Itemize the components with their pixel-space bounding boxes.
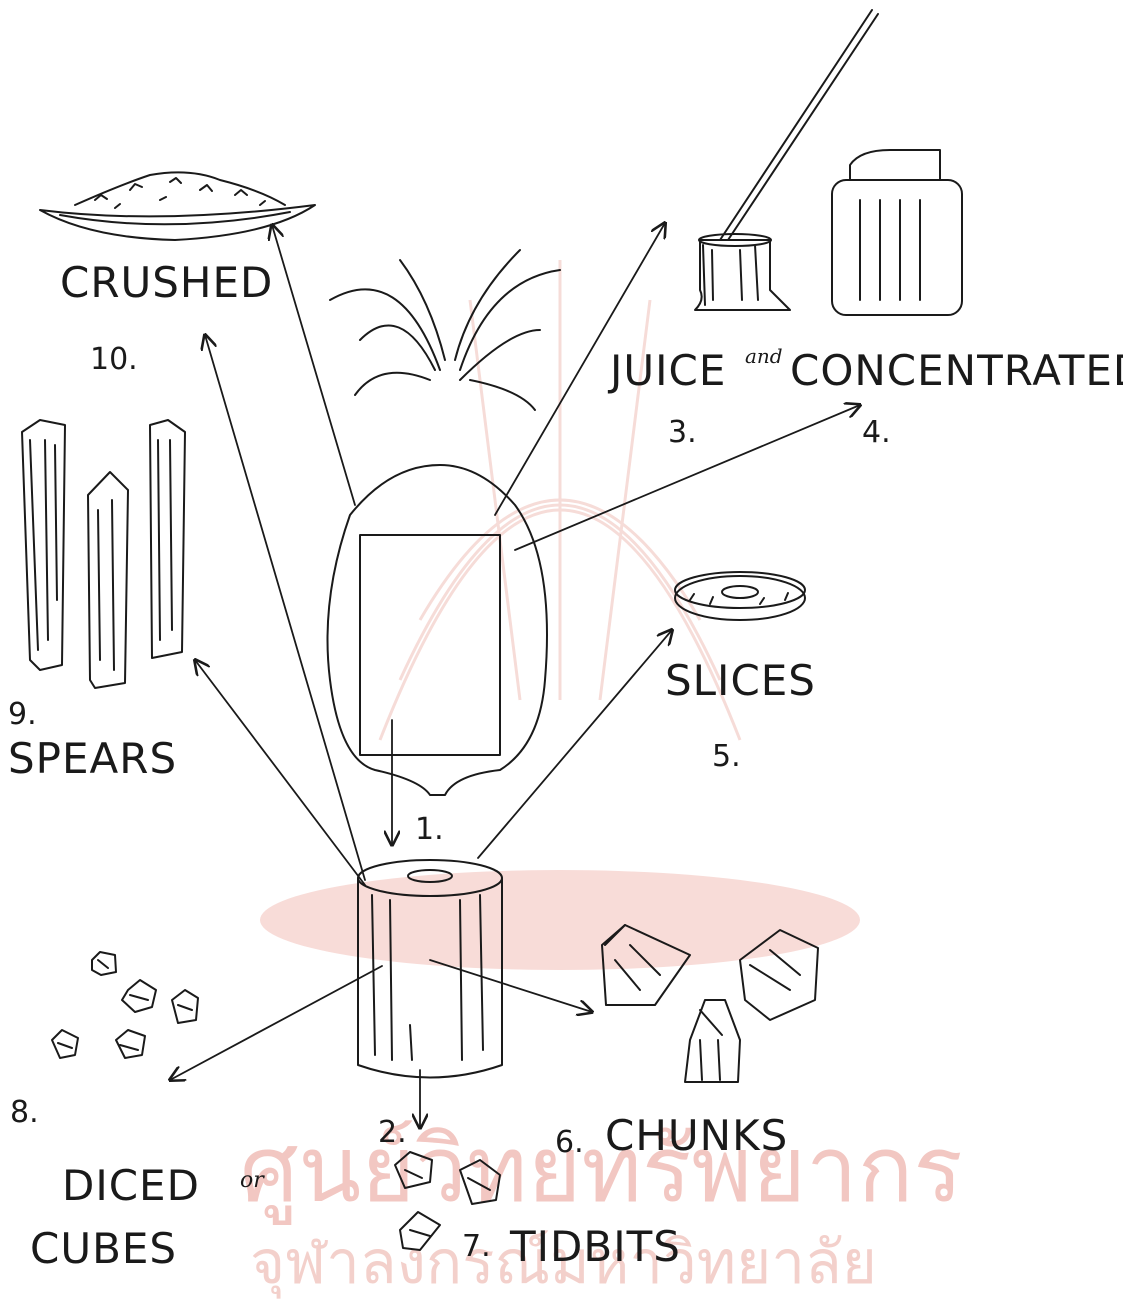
label-spears: SPEARS <box>8 738 177 780</box>
drawing-layer <box>0 0 1123 1278</box>
number-3: 3. <box>668 418 697 448</box>
label-and: and <box>745 346 783 366</box>
label-diced: DICED <box>62 1165 200 1207</box>
label-juice: JUICE <box>610 350 726 392</box>
dice-drawing <box>52 952 198 1058</box>
juice-glass-drawing <box>695 10 878 310</box>
label-concentrated: CONCENTRATED <box>790 350 1123 392</box>
pineapple-products-diagram: ศูนย์วิทยทรัพยากร จุฬาลงกรณ์มหาวิทยาลัย <box>0 0 1123 1278</box>
number-9: 9. <box>8 700 37 730</box>
cylinder-drawing <box>358 860 502 1078</box>
number-7: 7. <box>462 1232 491 1262</box>
spears-drawing <box>22 420 185 688</box>
number-10: 10. <box>90 345 138 375</box>
number-5: 5. <box>712 742 741 772</box>
label-slices: SLICES <box>665 660 816 702</box>
chunks-drawing <box>602 925 818 1082</box>
label-cubes: CUBES <box>30 1228 177 1270</box>
number-1: 1. <box>415 815 444 845</box>
label-crushed: CRUSHED <box>60 262 273 304</box>
number-6: 6. <box>555 1128 584 1158</box>
slice-drawing <box>675 572 805 620</box>
pineapple-drawing <box>328 250 561 795</box>
label-or: or <box>240 1170 264 1192</box>
label-tidbits: TIDBITS <box>510 1226 681 1268</box>
number-2: 2. <box>378 1118 407 1148</box>
number-4: 4. <box>862 418 891 448</box>
label-chunks: CHUNKS <box>605 1115 788 1157</box>
concentrate-can-drawing <box>832 150 962 315</box>
number-8: 8. <box>10 1098 39 1128</box>
